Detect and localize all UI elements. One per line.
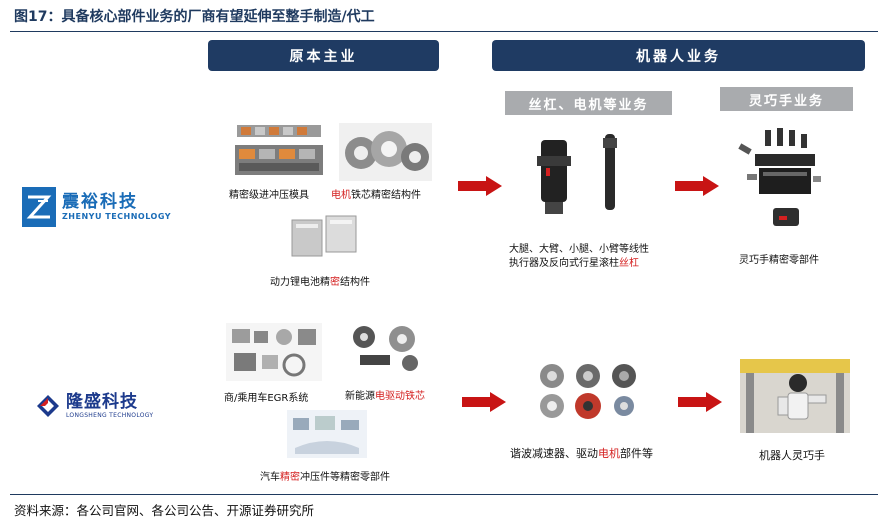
egr-system-image <box>226 323 322 381</box>
caption-ev-core: 新能源电驱动铁芯 <box>345 387 425 402</box>
caption-actuator-line2: 执行器及反向式行星滚柱丝杠 <box>509 257 649 271</box>
longsheng-name-en: LONGSHENG TECHNOLOGY <box>66 412 153 420</box>
caption-reducer-text: 谐波减速器、驱动 <box>510 447 598 460</box>
caption-battery-part3: 结构件 <box>340 277 370 288</box>
arrow-right-icon <box>678 392 722 412</box>
caption-motor-core-rest: 铁芯精密结构件 <box>351 190 421 201</box>
source-note: 资料来源：各公司官网、各公司公告、开源证券研究所 <box>14 500 314 519</box>
header-core-business: 原本主业 <box>208 40 439 71</box>
longsheng-name-cn: 隆盛科技 <box>66 392 153 412</box>
arrow-right-icon <box>462 392 506 412</box>
caption-ev-core-highlight: 电驱动铁芯 <box>375 391 425 402</box>
stamping-die-image <box>233 121 325 179</box>
longsheng-logo: 隆盛科技 LONGSHENG TECHNOLOGY <box>36 392 153 420</box>
caption-auto-stamping-part1: 汽车 <box>260 472 280 483</box>
zhenyu-name-en: ZHENYU TECHNOLOGY <box>62 212 171 222</box>
harmonic-reducer-image <box>532 360 642 424</box>
hand-parts-image <box>733 124 825 242</box>
header-robot-business: 机器人业务 <box>492 40 865 71</box>
subheader-dexterous-hand: 灵巧手业务 <box>720 87 853 111</box>
caption-actuator: 大腿、大臂、小腿、小臂等线性 执行器及反向式行星滚柱丝杠 <box>509 243 649 271</box>
figure-title: 图17：具备核心部件业务的厂商有望延伸至整手制造/代工 <box>14 6 375 26</box>
zhenyu-logo: 震裕科技 ZHENYU TECHNOLOGY <box>22 187 171 227</box>
caption-actuator-highlight: 丝杠 <box>619 258 639 269</box>
caption-motor-core-highlight: 电机 <box>331 190 351 201</box>
zhenyu-mark-icon <box>22 187 56 227</box>
caption-battery-highlight: 密 <box>330 277 340 288</box>
auto-stamping-image <box>287 410 367 458</box>
motor-core-image <box>339 123 432 181</box>
caption-reducer-highlight: 电机 <box>598 447 620 460</box>
caption-ev-core-text: 新能源 <box>345 391 375 402</box>
caption-auto-stamping-part3: 冲压件等精密零部件 <box>300 472 390 483</box>
arrow-right-icon <box>675 176 719 196</box>
caption-egr: 商/乘用车EGR系统 <box>224 389 308 404</box>
caption-auto-stamping: 汽车精密冲压件等精密零部件 <box>260 468 390 483</box>
caption-actuator-line2-text: 执行器及反向式行星滚柱 <box>509 258 619 269</box>
caption-battery-part1: 动力锂电池精 <box>270 277 330 288</box>
arrow-right-icon <box>458 176 502 196</box>
subheader-actuator: 丝杠、电机等业务 <box>505 91 672 115</box>
robot-hand-image <box>740 359 850 433</box>
caption-stamping-die: 精密级进冲压模具 <box>229 186 309 201</box>
ev-motor-core-image <box>346 323 426 373</box>
linear-actuator-image <box>527 128 627 218</box>
caption-actuator-line1: 大腿、大臂、小腿、小臂等线性 <box>509 243 649 257</box>
caption-robot-hand: 机器人灵巧手 <box>759 447 825 463</box>
caption-reducer: 谐波减速器、驱动电机部件等 <box>510 445 653 461</box>
caption-hand-parts: 灵巧手精密零部件 <box>739 251 819 266</box>
battery-structure-image <box>286 212 360 262</box>
longsheng-mark-icon <box>36 394 60 418</box>
caption-reducer-rest: 部件等 <box>620 447 653 460</box>
zhenyu-name-cn: 震裕科技 <box>62 192 171 212</box>
title-rule <box>10 31 878 32</box>
caption-auto-stamping-highlight: 精密 <box>280 472 300 483</box>
caption-battery: 动力锂电池精密结构件 <box>270 273 370 288</box>
footer-rule <box>10 494 878 495</box>
caption-motor-core: 电机铁芯精密结构件 <box>331 186 421 201</box>
